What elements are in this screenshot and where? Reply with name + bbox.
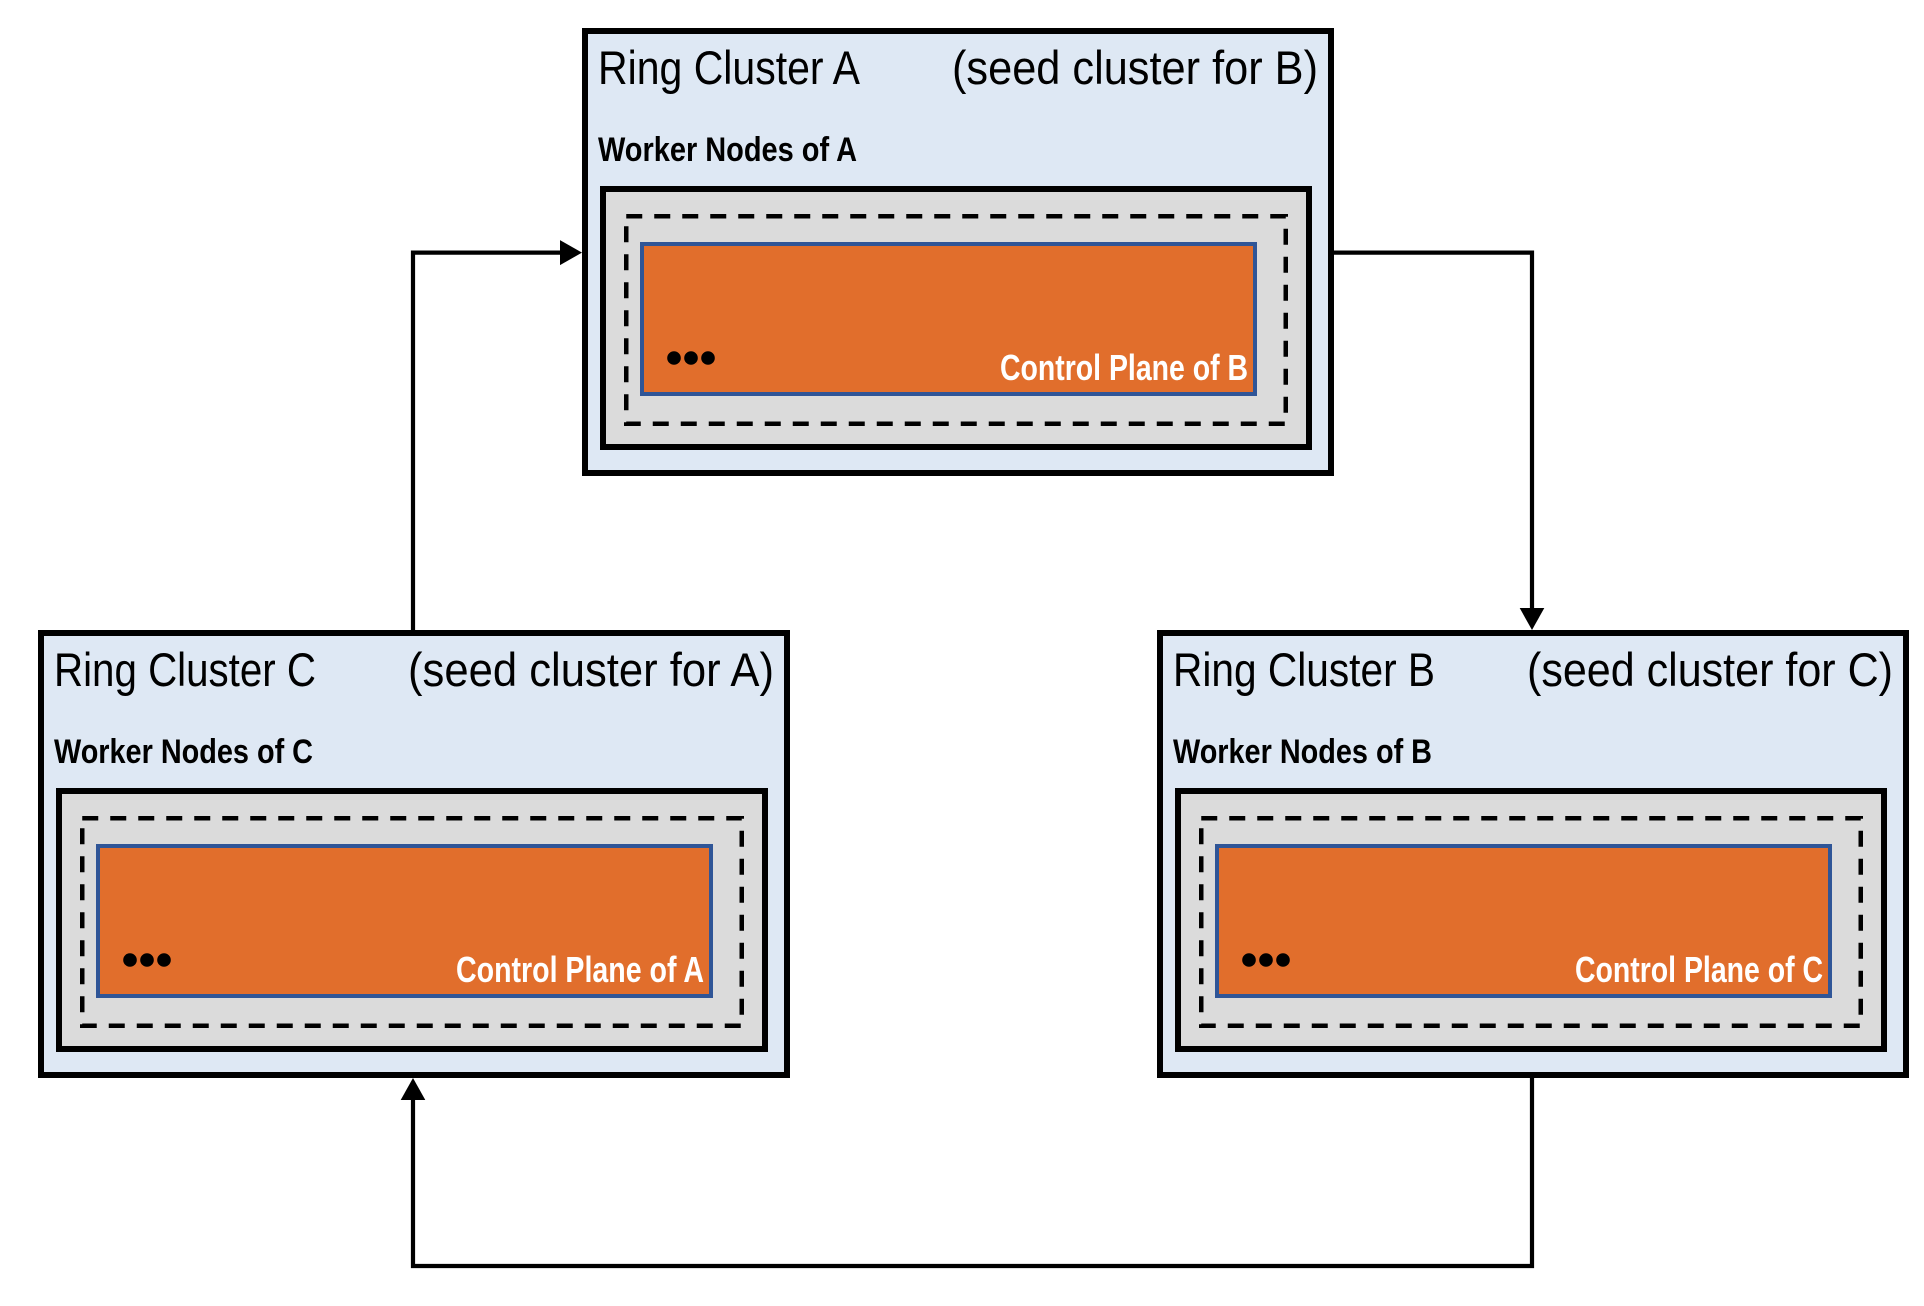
svg-text:Ring Cluster C: Ring Cluster C <box>54 643 316 696</box>
svg-text:Ring Cluster A: Ring Cluster A <box>598 41 861 94</box>
svg-text:Control Plane of C: Control Plane of C <box>1575 949 1823 990</box>
svg-text:(seed cluster for A): (seed cluster for A) <box>408 643 774 696</box>
svg-text:Control Plane of B: Control Plane of B <box>1000 347 1248 388</box>
svg-text:Worker Nodes of B: Worker Nodes of B <box>1173 733 1432 771</box>
svg-text:(seed cluster for B): (seed cluster for B) <box>952 41 1318 94</box>
svg-text:Control Plane of A: Control Plane of A <box>456 949 704 990</box>
svg-text:Worker Nodes of C: Worker Nodes of C <box>54 733 313 771</box>
svg-text:Worker Nodes of A: Worker Nodes of A <box>598 131 857 169</box>
svg-text:(seed cluster for C): (seed cluster for C) <box>1527 643 1893 696</box>
svg-text:Ring Cluster B: Ring Cluster B <box>1173 643 1435 696</box>
